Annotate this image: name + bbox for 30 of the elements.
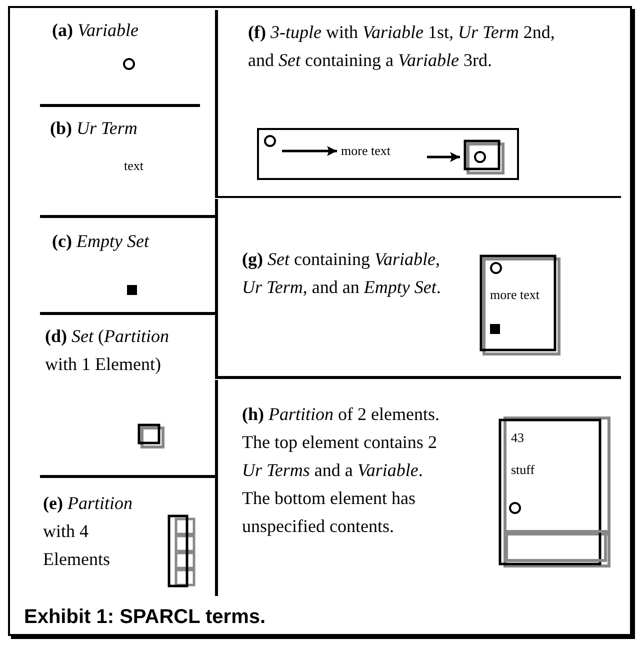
variable-circle — [509, 502, 521, 514]
set-box — [464, 140, 504, 174]
variable-circle — [123, 58, 135, 70]
text-label: 43 — [511, 430, 524, 446]
tuple-box — [257, 128, 519, 180]
panel-caption: (f) 3-tuple with Variable 1st, Ur Term 2nd, and Set containing a Variable 3rd. — [248, 21, 556, 72]
empty-set-square — [490, 324, 500, 334]
panel-caption: (g) Set containing Variable, Ur Term, and an Empty Set. — [242, 248, 442, 299]
variable-circle — [474, 151, 486, 163]
text-label: stuff — [511, 462, 535, 478]
panel-caption: (e) Partition with 4 Elements — [43, 492, 134, 571]
panel — [215, 199, 621, 379]
figure-caption: Exhibit 1: SPARCL terms. — [24, 606, 266, 629]
empty-set-square — [127, 285, 137, 295]
text-label: more text — [341, 140, 421, 162]
panel-caption: (b) Ur Term — [50, 117, 138, 140]
panel-caption: (h) Partition of 2 elements. The top element contains 2 Ur Terms and a Variable. The bottom element has unspecified contents. — [242, 403, 440, 538]
text-label: more text — [490, 287, 540, 303]
variable-circle — [490, 262, 502, 274]
set-box — [480, 255, 560, 355]
panel — [215, 10, 621, 198]
set-icon — [138, 424, 164, 448]
panel-caption: (d) Set (Partition with 1 Element) — [45, 325, 170, 376]
variable-circle — [264, 135, 276, 147]
partition-icon — [168, 515, 196, 587]
panel-caption: (c) Empty Set — [52, 230, 150, 253]
partition-box — [499, 416, 611, 568]
text-label: text — [124, 158, 144, 174]
element-box — [505, 530, 607, 562]
panel-caption: (a) Variable — [52, 19, 140, 42]
